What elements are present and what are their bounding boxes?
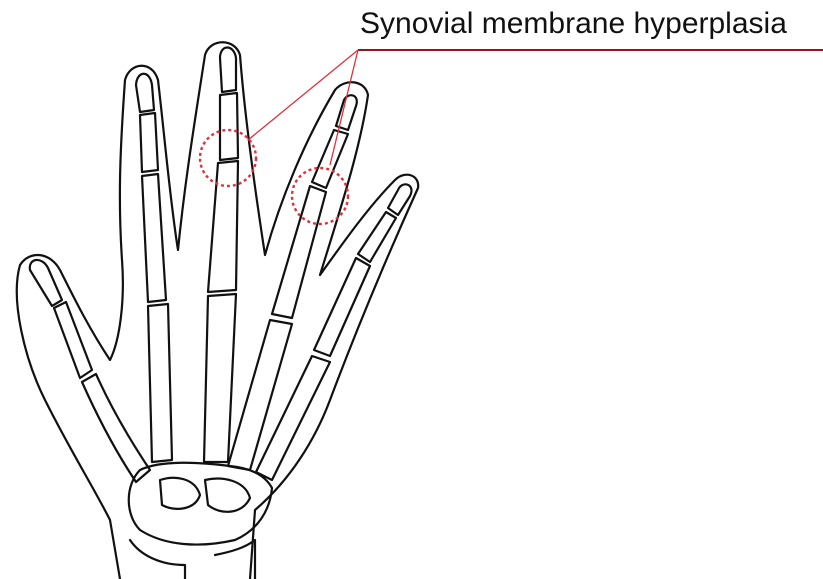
ring-distal-phalanx bbox=[336, 95, 357, 130]
ulna-bone bbox=[215, 540, 255, 579]
middle-metacarpal bbox=[204, 294, 236, 462]
little-middle-phalanx bbox=[358, 212, 396, 262]
middle-middle-phalanx bbox=[220, 93, 238, 160]
thumb-proximal-phalanx bbox=[54, 302, 92, 378]
middle-distal-phalanx bbox=[220, 48, 236, 93]
carpal-bones bbox=[129, 463, 272, 545]
thumb-metacarpal bbox=[82, 374, 150, 482]
carpal-detail-a bbox=[160, 478, 200, 509]
leader-line-ring-joint bbox=[330, 50, 358, 165]
carpal-detail-b bbox=[205, 479, 250, 512]
hand-skeleton-icon bbox=[17, 42, 418, 579]
hand-outline bbox=[17, 42, 418, 579]
index-distal-phalanx bbox=[136, 74, 154, 112]
index-middle-phalanx bbox=[140, 113, 158, 172]
index-metacarpal bbox=[148, 304, 172, 462]
ring-metacarpal bbox=[228, 320, 292, 470]
index-proximal-phalanx bbox=[142, 174, 166, 302]
little-metacarpal bbox=[256, 356, 330, 480]
radius-bone bbox=[130, 540, 185, 579]
leader-line-middle-joint bbox=[248, 50, 358, 140]
